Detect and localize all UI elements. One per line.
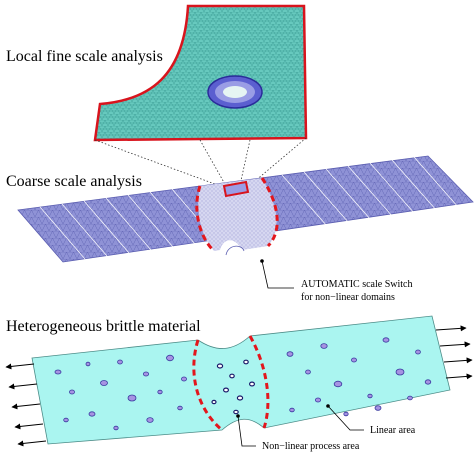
linear-area-callout: Linear area bbox=[326, 404, 416, 436]
fine-scale-label: Local fine scale analysis bbox=[6, 48, 163, 65]
fine-scale-mesh bbox=[93, 4, 308, 142]
non-linear-area-callout: Non−linear process area bbox=[236, 414, 360, 452]
linear-area-label: Linear area bbox=[370, 425, 416, 436]
non-linear-area-label: Non−linear process area bbox=[262, 441, 360, 452]
coarse-scale-label: Coarse scale analysis bbox=[6, 173, 142, 190]
load-arrows bbox=[5, 325, 473, 447]
automatic-switch-callout: AUTOMATIC scale Switch for non−linear do… bbox=[260, 259, 412, 303]
heterogeneous-specimen bbox=[31, 315, 451, 445]
automatic-switch-label: AUTOMATIC scale Switch bbox=[301, 279, 412, 290]
coarse-scale-mesh bbox=[17, 155, 474, 263]
non-linear-domains-label: for non−linear domains bbox=[301, 292, 395, 303]
hetero-label: Heterogeneous brittle material bbox=[6, 318, 201, 335]
